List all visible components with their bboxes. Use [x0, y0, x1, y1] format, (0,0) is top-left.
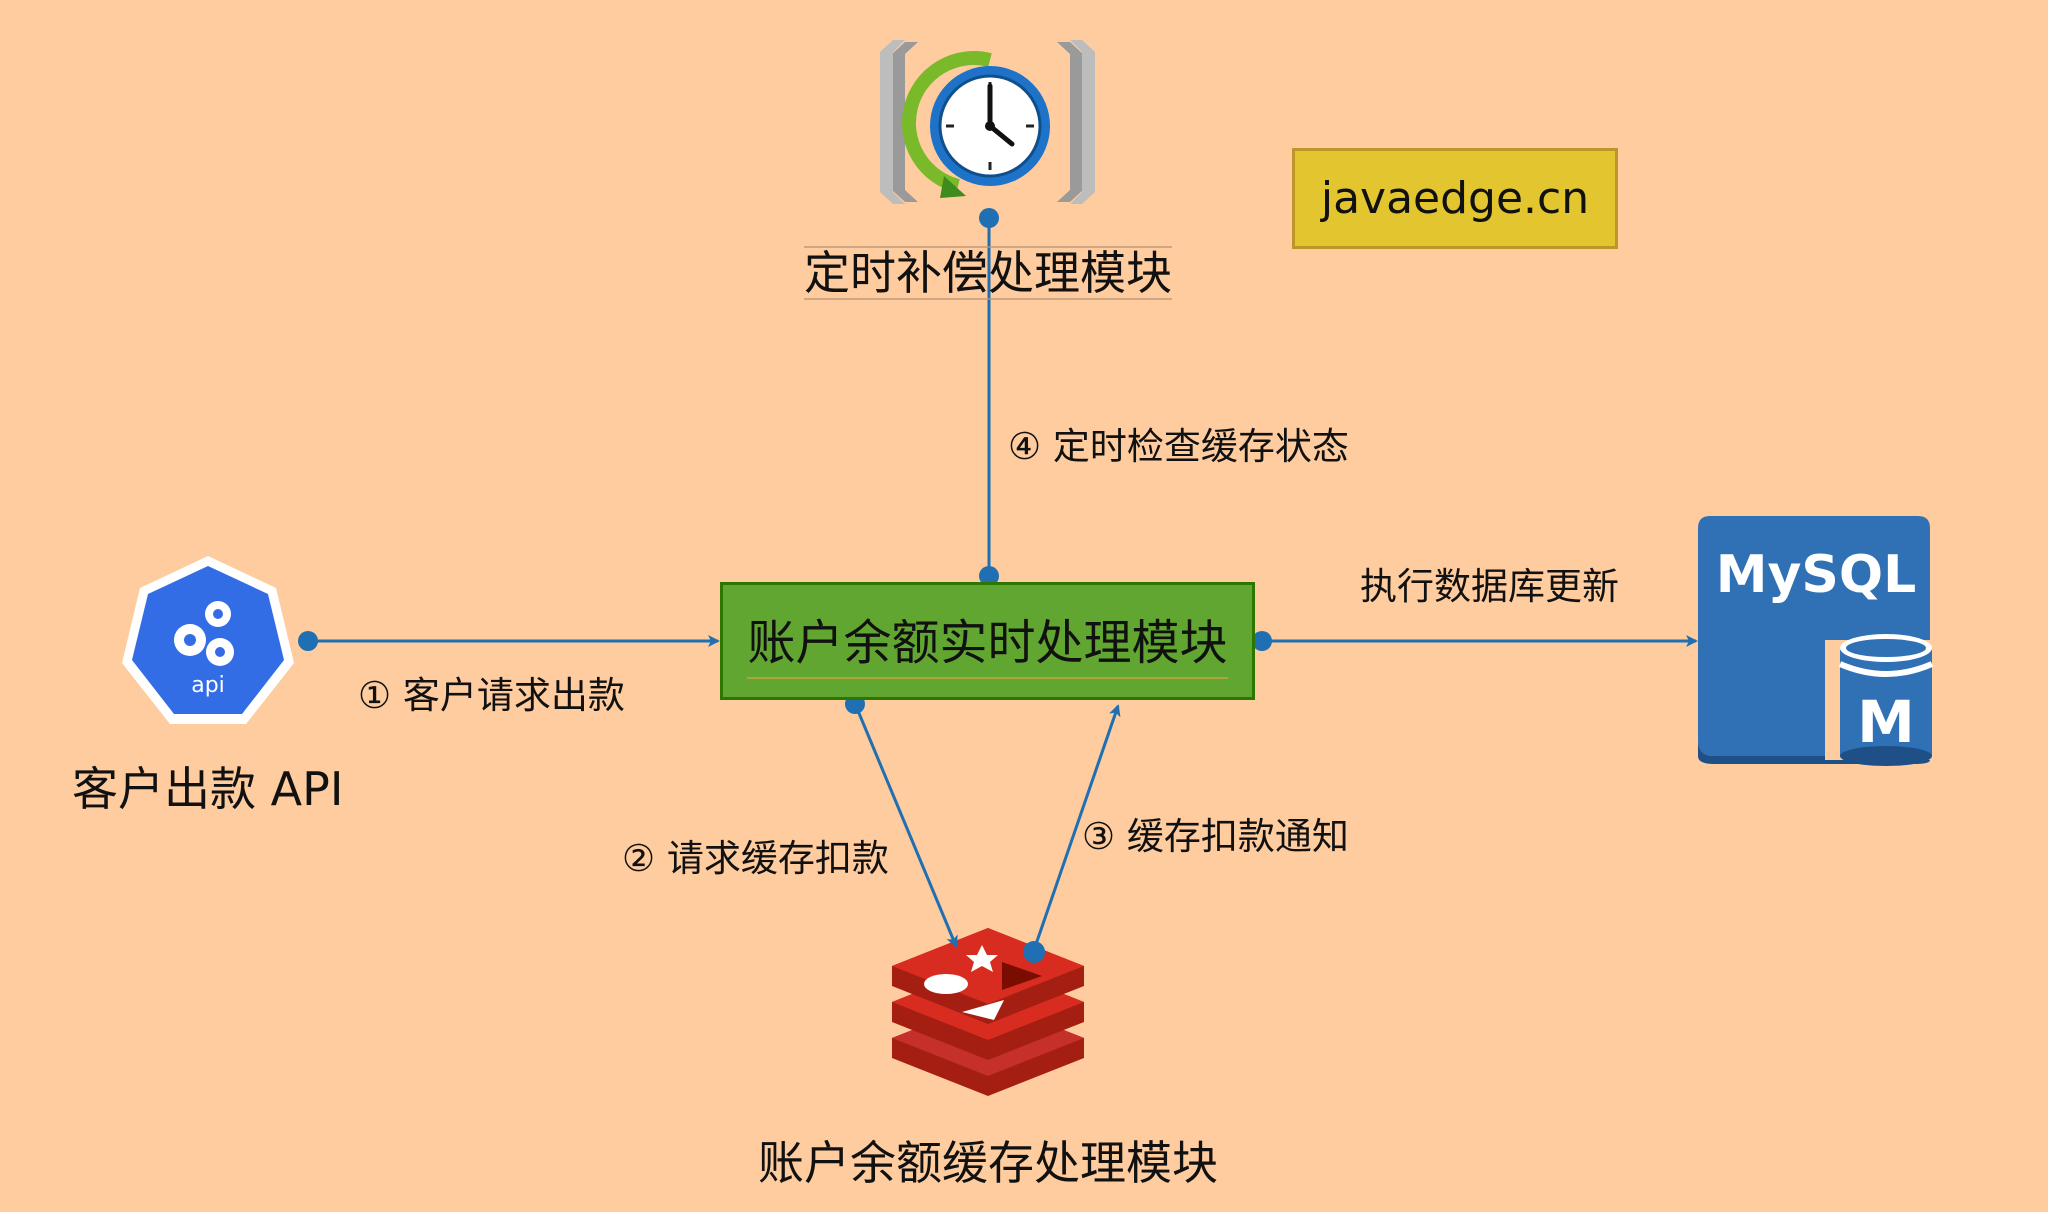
mysql-database-icon: MySQL M [1698, 516, 1935, 766]
api-gears-icon: api [122, 556, 294, 724]
redis-icon [892, 928, 1084, 1096]
brand-text: javaedge.cn [1320, 173, 1590, 224]
brand-box: javaedge.cn [1292, 148, 1618, 249]
edge-label-4: ④ 定时检查缓存状态 [1008, 425, 1349, 468]
realtime-module-box: 账户余额实时处理模块 [720, 582, 1255, 700]
edge-label-3: ③ 缓存扣款通知 [1082, 815, 1349, 858]
edge-label-5: 执行数据库更新 [1360, 565, 1619, 608]
api-label: 客户出款 API [72, 762, 344, 816]
timer-module-label: 定时补偿处理模块 [804, 246, 1172, 300]
realtime-module-label: 账户余额实时处理模块 [747, 603, 1228, 679]
mysql-text: MySQL [1716, 545, 1916, 605]
redis-module-label: 账户余额缓存处理模块 [758, 1136, 1218, 1190]
edge-label-1: ① 客户请求出款 [358, 674, 625, 717]
clock-icon [880, 40, 1095, 204]
edge-redis-to-realtime [1032, 704, 1121, 951]
edges [298, 208, 1698, 963]
edge-label-2: ② 请求缓存扣款 [622, 837, 889, 880]
api-icon-text: api [191, 673, 225, 698]
edge-realtime-to-redis [854, 705, 958, 948]
mysql-m-text: M [1857, 688, 1915, 756]
